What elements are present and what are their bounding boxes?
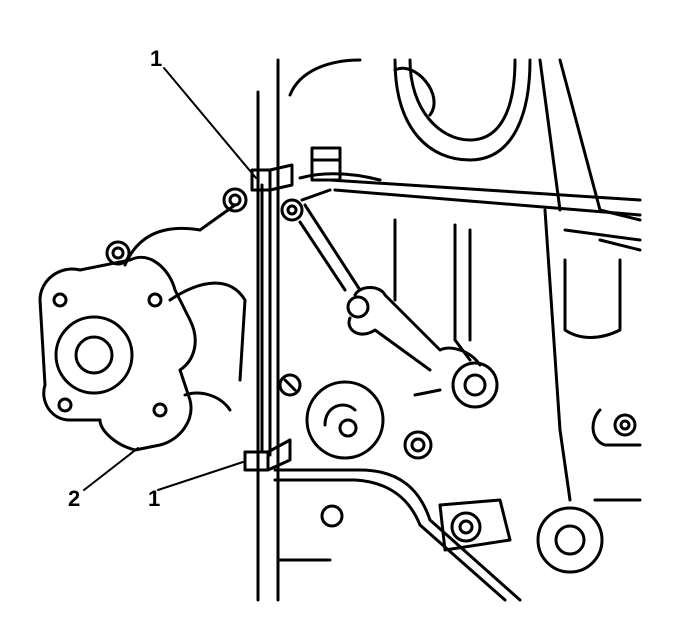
callout-2: 2 bbox=[68, 486, 81, 511]
callout-1-top: 1 bbox=[150, 46, 163, 71]
gasket-strip bbox=[243, 163, 294, 472]
tensioner bbox=[278, 373, 512, 552]
lower-boss bbox=[536, 413, 637, 574]
leader-lines bbox=[83, 67, 257, 491]
upper-bracket bbox=[280, 188, 499, 409]
engine-block bbox=[256, 58, 642, 602]
water-pump bbox=[38, 187, 248, 452]
callout-1-bottom: 1 bbox=[148, 486, 161, 511]
leader-2 bbox=[83, 447, 139, 491]
top-fitting bbox=[310, 66, 436, 182]
leader-1-top bbox=[163, 67, 257, 179]
leader-1-bottom bbox=[157, 461, 244, 491]
